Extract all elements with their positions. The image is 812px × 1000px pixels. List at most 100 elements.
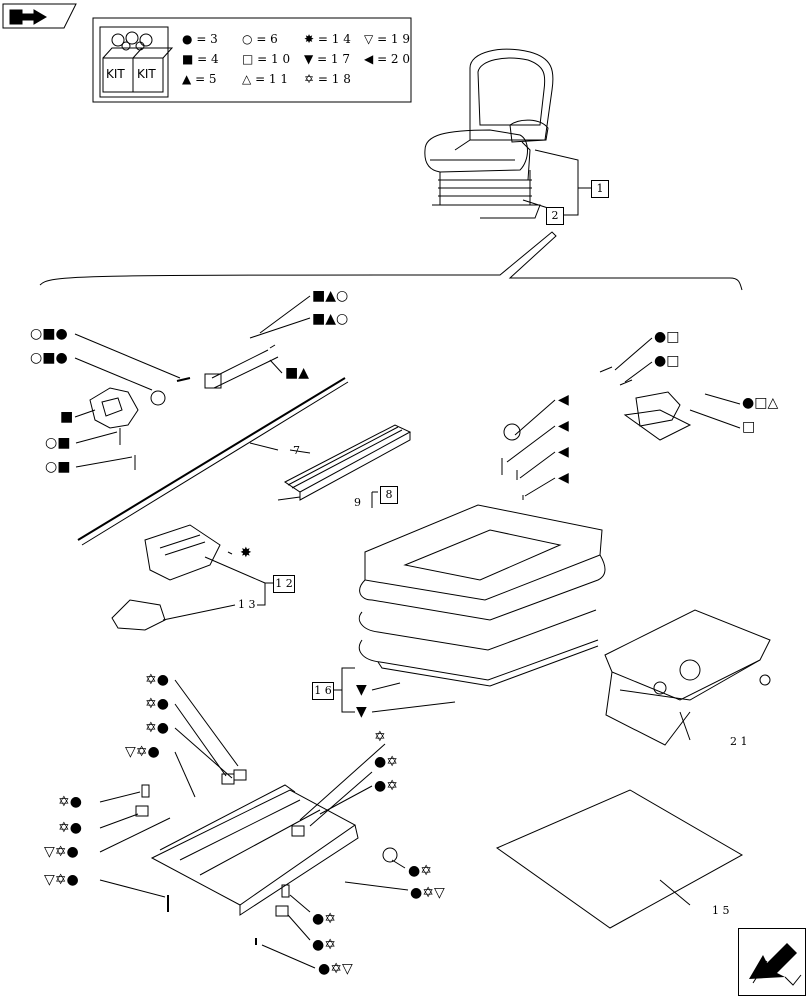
leader-line xyxy=(174,703,227,777)
leader-line xyxy=(391,859,406,869)
tie-rod xyxy=(77,377,346,541)
legend-entry: □ = 1 0 xyxy=(242,52,290,66)
callout-symbols: ■▲ xyxy=(285,365,309,381)
callout-symbols: ○■ xyxy=(45,435,71,451)
leader-line xyxy=(299,743,386,821)
callout-symbols: ○■● xyxy=(30,350,68,366)
slider-block xyxy=(135,805,149,817)
leader-line xyxy=(75,431,118,444)
tie-rod-edge xyxy=(81,381,349,546)
block-part-3 xyxy=(275,905,289,917)
leader-line xyxy=(74,357,153,391)
legend-symbol: △ xyxy=(242,72,252,86)
legend-entry: ▽ = 1 9 xyxy=(364,32,410,46)
leader-line xyxy=(524,477,556,497)
leader-line xyxy=(371,491,378,508)
legend-symbol: ▽ xyxy=(364,32,374,46)
callout-symbols: ✡● xyxy=(145,672,169,688)
leader-line xyxy=(624,361,653,383)
nav-button-bottom-right[interactable] xyxy=(738,928,806,996)
leader-line xyxy=(249,442,279,451)
leader-line xyxy=(289,449,311,454)
block-part-4 xyxy=(291,825,305,837)
arrow-down-left-icon xyxy=(749,943,802,986)
legend-entry: △ = 1 1 xyxy=(242,72,288,86)
ref-label-13: 1 3 xyxy=(238,598,256,611)
block-part-2 xyxy=(233,769,247,781)
leader-2 xyxy=(522,199,549,209)
pedal-part xyxy=(111,599,166,631)
callout-symbols: ■ xyxy=(60,409,74,425)
callout-symbols: ◀ xyxy=(558,470,569,486)
leader-line xyxy=(309,771,373,827)
sleeve-2 xyxy=(281,884,290,898)
leader-line xyxy=(277,496,301,501)
nav-tab-top-left[interactable] xyxy=(2,3,77,29)
ref-box-12[interactable]: 1 2 xyxy=(273,575,295,593)
callout-symbols: ✡ xyxy=(374,729,386,745)
legend-symbol: ○ xyxy=(242,32,253,46)
legend-entry: ◀ = 2 0 xyxy=(364,52,410,66)
ref-label-7: 7 xyxy=(293,444,300,457)
callout-symbols: ●□ xyxy=(654,353,680,369)
bellows-rail-part xyxy=(284,424,412,501)
leader-line xyxy=(506,425,556,463)
callout-symbols: ▽✡● xyxy=(125,744,160,760)
bushing-part xyxy=(382,847,398,863)
legend-value: = 1 7 xyxy=(317,52,351,66)
legend-entry: ▼ = 1 7 xyxy=(304,52,350,66)
ref-box-16[interactable]: 1 6 xyxy=(312,682,334,700)
leader-line xyxy=(287,914,311,941)
legend-symbol: ◀ xyxy=(364,52,374,66)
hook-parts xyxy=(599,366,633,386)
ref-label-9: 9 xyxy=(354,496,361,509)
legend-entry: ▲ = 5 xyxy=(182,72,217,86)
scissor-mechanism xyxy=(604,609,771,746)
leader-line xyxy=(519,451,556,479)
callout-symbols: ▽✡● xyxy=(44,844,79,860)
ref-box-8[interactable]: 8 xyxy=(380,486,398,504)
callout-symbols: ■▲○ xyxy=(312,288,349,304)
callout-symbols: ●✡ xyxy=(408,863,432,879)
callout-symbols: ●✡ xyxy=(374,754,398,770)
leader-line xyxy=(204,556,266,584)
leader-1 xyxy=(534,149,592,189)
legend-symbol: ● xyxy=(182,32,193,46)
leader-line xyxy=(227,551,233,555)
leader-line xyxy=(99,879,166,898)
leader-line xyxy=(99,813,139,829)
leader-line xyxy=(371,701,456,713)
legend-symbol: □ xyxy=(242,52,254,66)
leader-line xyxy=(319,785,373,815)
kit-label-right: KIT xyxy=(137,67,156,81)
leader-line xyxy=(261,944,316,969)
section-bracket xyxy=(39,231,743,291)
ref-label-21: 2 1 xyxy=(730,735,748,748)
leader-line xyxy=(257,582,275,606)
leader-line xyxy=(704,393,741,405)
callout-symbols: ◀ xyxy=(558,418,569,434)
leader-line xyxy=(99,817,171,853)
leader-line xyxy=(249,317,311,339)
lever-bracket xyxy=(89,387,139,470)
callout-symbols: ●✡ xyxy=(312,911,336,927)
fasteners xyxy=(501,458,524,500)
leader-line xyxy=(174,679,239,767)
legend-symbol: ✡ xyxy=(304,72,315,86)
leader-1b xyxy=(560,188,579,216)
callout-symbols: ✡● xyxy=(145,696,169,712)
leader-line xyxy=(371,682,401,691)
gas-spring-illustration xyxy=(204,344,279,389)
ref-box-1[interactable]: 1 xyxy=(591,180,609,198)
callout-symbols: ◀ xyxy=(558,392,569,408)
leader-line xyxy=(259,295,311,334)
legend-value: = 1 4 xyxy=(317,32,351,46)
ref-box-2[interactable]: 2 xyxy=(546,207,564,225)
leader-line xyxy=(174,751,196,798)
legend-frame xyxy=(92,17,412,103)
legend-symbol: ✸ xyxy=(304,32,315,46)
legend-entry: ○ = 6 xyxy=(242,32,278,46)
leader-line xyxy=(689,409,741,429)
